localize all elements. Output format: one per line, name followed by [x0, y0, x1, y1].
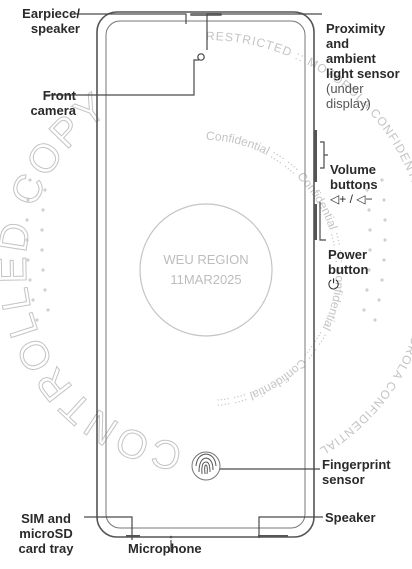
label-fingerprint: Fingerprint sensor	[322, 457, 391, 487]
watermark-controlled-copy: CONTROLLED COPY	[0, 83, 185, 478]
speaker-grille	[258, 535, 288, 537]
phone-screen	[105, 20, 306, 529]
watermark-dots-right	[362, 178, 387, 322]
volume-button	[314, 130, 317, 182]
front-camera-lens	[197, 53, 205, 61]
label-speaker: Speaker	[325, 510, 376, 525]
label-power-text: Power button	[328, 247, 369, 277]
sim-leader	[84, 516, 133, 540]
power-symbol-icon: ⏻	[328, 276, 340, 292]
watermark-region: WEU REGION	[163, 252, 248, 267]
label-proximity: Proximity and ambient light sensor (unde…	[326, 6, 412, 126]
label-volume-text: Volume buttons	[330, 162, 378, 192]
label-front-camera: Front camera	[30, 88, 76, 118]
watermark-center-circle	[139, 203, 273, 337]
label-microphone: Microphone	[128, 541, 202, 556]
label-power: Power button ⏻	[328, 232, 410, 307]
proximity-leader	[206, 13, 322, 50]
watermark-confidential-ring: Confidential :::: :::: Confidential ::::…	[206, 129, 347, 411]
volume-bracket	[320, 141, 325, 169]
watermark-dots-left	[25, 178, 50, 322]
speaker-leader	[258, 516, 323, 538]
volume-symbols-icon: ◁+ / ◁−	[330, 192, 373, 206]
watermark-date: 11MAR2025	[170, 272, 241, 287]
power-button	[314, 204, 317, 240]
label-proximity-note: (under display)	[326, 81, 371, 111]
power-leader	[319, 202, 326, 241]
label-volume: Volume buttons ◁+ / ◁−	[330, 147, 412, 222]
microphone-hole	[169, 535, 173, 539]
label-earpiece: Earpiece/ speaker	[22, 6, 80, 36]
fingerprint-icon	[191, 451, 221, 481]
sim-tray-slot	[126, 535, 140, 537]
front-camera-leader	[44, 59, 199, 96]
label-sim-tray: SIM and microSD card tray	[18, 511, 74, 556]
label-proximity-main: Proximity and ambient light sensor	[326, 21, 400, 81]
phone-body	[96, 11, 315, 538]
earpiece-leader	[76, 13, 187, 24]
